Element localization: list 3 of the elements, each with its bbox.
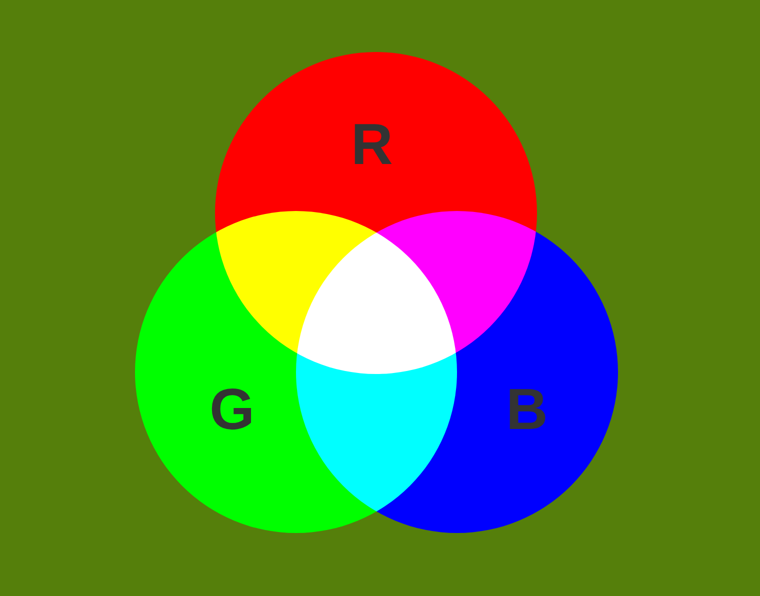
circle-label: G bbox=[209, 381, 255, 439]
circle-label: B bbox=[506, 381, 548, 439]
circle-label: R bbox=[351, 116, 393, 174]
